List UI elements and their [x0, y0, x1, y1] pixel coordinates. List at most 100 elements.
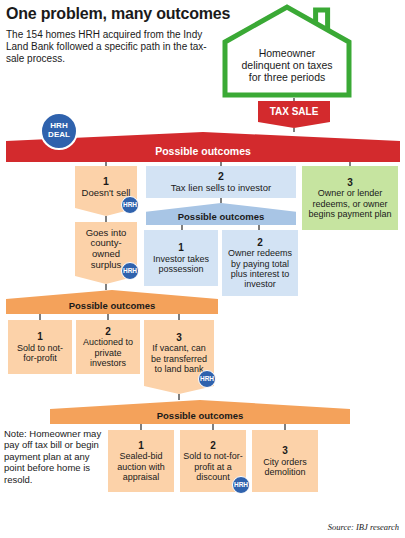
node-content: 2Auctioned to private investors: [76, 320, 140, 374]
source-text: Source: IBJ research: [328, 522, 399, 532]
node-content: HRH: [121, 262, 139, 280]
process-box: 1Investor takes possession: [144, 230, 218, 286]
node-content: HRH DEAL: [40, 112, 78, 150]
node-content: HRH: [121, 196, 139, 214]
hrh-badge: HRH: [232, 476, 250, 494]
node-content: Possible outcomes: [50, 400, 350, 424]
node-text: Possible outcomes: [178, 212, 265, 223]
node-text: Owner redeems by paying total plus inter…: [225, 248, 295, 288]
node-content: 1Investor takes possession: [144, 230, 218, 286]
process-box: 2Tax lien sells to investor: [146, 166, 296, 198]
node-text: Homeowner delinquent on taxes for three …: [234, 48, 340, 83]
banner-outline: [258, 101, 330, 128]
connector-line: [220, 198, 222, 203]
option-number: 3: [282, 445, 288, 456]
roof-outline: [146, 203, 296, 225]
process-box: 1Sold to not-for-profit: [8, 320, 72, 374]
connector-line: [293, 98, 295, 101]
node-text: Tax lien sells to investor: [171, 183, 271, 194]
connector-line: [39, 314, 41, 320]
note-text: Note: Homeowner may pay off tax bill or …: [4, 428, 104, 485]
rect-outline: [144, 230, 218, 286]
option-number: 3: [347, 177, 353, 188]
option-number: 2: [257, 237, 263, 248]
caption: The 154 homes HRH acquired from the Indy…: [6, 29, 214, 65]
process-box: 2Auctioned to private investors: [76, 320, 140, 374]
process-box: 2Owner redeems by paying total plus inte…: [222, 230, 298, 296]
node-text: HRH: [234, 481, 248, 488]
node-text: Possible outcomes: [157, 411, 244, 422]
connector-line: [349, 162, 351, 166]
rect-outline: [302, 166, 398, 230]
connector-line: [178, 314, 180, 320]
rect-outline: [76, 320, 140, 374]
node-content: 2Tax lien sells to investor: [146, 166, 296, 198]
badge-circle: [122, 197, 139, 214]
node-content: HRH: [198, 370, 216, 388]
option-number: 2: [218, 171, 224, 183]
rect-outline: [8, 320, 72, 374]
node-content: HRH: [232, 476, 250, 494]
hrh-badge: HRH: [121, 262, 139, 280]
roof-outline: [50, 400, 350, 424]
option-number: 2: [210, 440, 216, 451]
node-text: HRH DEAL: [43, 122, 75, 140]
title: One problem, many outcomes: [6, 5, 230, 23]
option-number: 1: [178, 242, 184, 253]
process-box: 3If vacant, can be transferred to land b…: [144, 320, 214, 394]
node-content: Homeowner delinquent on taxes for three …: [222, 4, 352, 98]
outcome-band: Possible outcomes: [6, 290, 218, 314]
node-content: Possible outcomes: [6, 290, 218, 314]
node-content: 1Sold to not-for-profit: [8, 320, 72, 374]
connector-line: [107, 314, 109, 320]
option-number: 1: [103, 176, 109, 188]
badge-circle: [41, 113, 77, 149]
node-text: TAX SALE: [270, 106, 319, 117]
option-number: 3: [176, 332, 182, 343]
node-text: Sold to not-for-profit: [11, 343, 69, 363]
node-text: Sold to not-for-profit at a discount: [183, 451, 243, 481]
tax-sale-banner: TAX SALE: [258, 101, 330, 128]
node-content: 2Owner redeems by paying total plus inte…: [222, 230, 298, 296]
node-text: If vacant, can be transferred to land ba…: [147, 343, 211, 373]
badge-circle: [233, 477, 250, 494]
node-text: HRH: [123, 267, 137, 274]
connector-line: [258, 225, 260, 230]
badge-circle: [199, 371, 216, 388]
roof-outline: [6, 290, 218, 314]
option-number: 1: [37, 331, 43, 342]
connector-line: [293, 128, 295, 132]
node-text: Sealed-bid auction with appraisal: [111, 451, 171, 481]
node-text: Possible outcomes: [155, 146, 251, 158]
process-box: Goes into county-owned surplusHRH: [75, 222, 137, 284]
badge-circle: [122, 263, 139, 280]
outcome-band: Possible outcomes: [146, 203, 296, 225]
node-content: 3Owner or lender redeems, or owner begin…: [302, 166, 398, 230]
house-box: Homeowner delinquent on taxes for three …: [222, 4, 352, 98]
process-box: 2Sold to not-for-profit at a discountHRH: [180, 430, 246, 492]
connector-line: [105, 216, 107, 222]
hrh-deal-badge: HRH DEAL: [40, 112, 78, 150]
rect-outline: [222, 230, 298, 296]
node-text: HRH: [200, 375, 214, 382]
connector-line: [212, 424, 214, 430]
node-content: Possible outcomes: [146, 203, 296, 225]
node-text: Doesn't sell: [82, 188, 131, 199]
roof-outline: [6, 132, 400, 162]
process-box: 3City orders demolition: [252, 430, 318, 492]
house-outline: [225, 7, 349, 95]
hrh-badge: HRH: [198, 370, 216, 388]
process-box: 3Owner or lender redeems, or owner begin…: [302, 166, 398, 230]
hrh-badge: HRH: [121, 196, 139, 214]
process-box: 1Doesn't sellHRH: [75, 166, 137, 216]
node-text: Auctioned to private investors: [79, 337, 137, 367]
node-text: Possible outcomes: [69, 301, 156, 312]
node-content: 3City orders demolition: [252, 430, 318, 492]
node-content: 1Sealed-bid auction with appraisal: [108, 430, 174, 492]
node-content: TAX SALE: [258, 101, 330, 128]
connector-line: [220, 162, 222, 166]
connector-line: [178, 394, 180, 400]
option-number: 2: [105, 326, 111, 337]
node-text: Investor takes possession: [147, 254, 215, 274]
